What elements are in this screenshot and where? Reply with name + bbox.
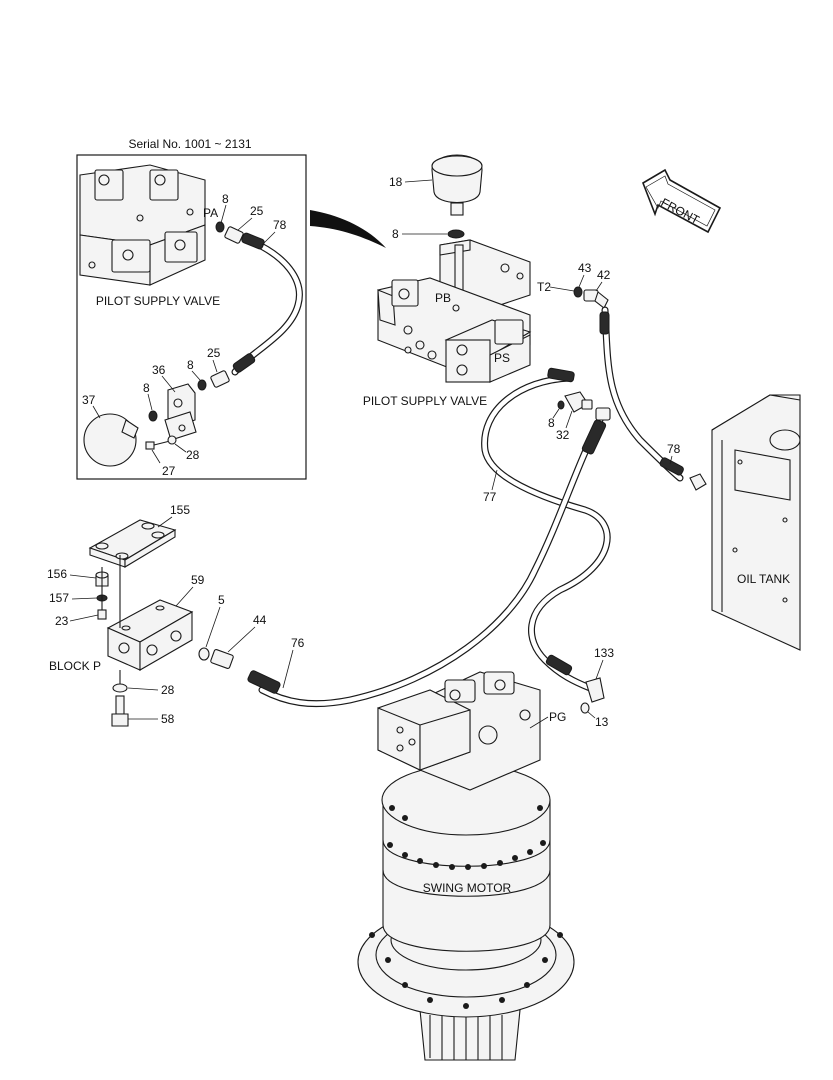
callout-44: 44 — [253, 613, 267, 627]
callout-77: 77 — [483, 490, 497, 504]
block-p-59 — [106, 599, 194, 671]
block-p-assembly — [88, 519, 234, 727]
o-ring-8-top — [447, 229, 465, 239]
inset-pilot-supply-valve-label: PILOT SUPPLY VALVE — [96, 294, 220, 308]
callout-42: 42 — [597, 268, 611, 282]
callout-8-main-mid: 8 — [548, 416, 555, 430]
accumulator-18 — [431, 154, 483, 216]
inset-accumulator-37 — [83, 413, 139, 467]
o-ring-13 — [580, 702, 590, 714]
main-pilot-supply-valve-label: PILOT SUPPLY VALVE — [363, 394, 487, 408]
callout-156: 156 — [47, 567, 67, 581]
o-ring-5 — [198, 647, 210, 661]
inset-bracket-36 — [164, 383, 197, 441]
callout-28-block: 28 — [161, 683, 175, 697]
hose-78 — [599, 306, 684, 482]
port-t2-label: T2 — [537, 280, 551, 294]
fitting-133 — [585, 677, 605, 703]
callout-133: 133 — [594, 646, 614, 660]
callout-8-main-top: 8 — [392, 227, 399, 241]
o-ring-8-mid — [557, 400, 565, 410]
inset-o-ring-8-a — [215, 221, 225, 233]
callout-28-inset: 28 — [186, 448, 200, 462]
inset-bolt-27 — [145, 440, 171, 450]
swing-motor — [357, 671, 575, 1061]
hose-76 — [247, 416, 607, 708]
port-ps-label: PS — [494, 351, 510, 365]
swing-motor-label: SWING MOTOR — [423, 881, 512, 895]
callout-155: 155 — [170, 503, 190, 517]
block-p-label: BLOCK P — [49, 659, 101, 673]
callout-78-main: 78 — [667, 442, 681, 456]
callout-157: 157 — [49, 591, 69, 605]
callout-32: 32 — [556, 428, 570, 442]
port-pg-label: PG — [549, 710, 566, 724]
callout-43: 43 — [578, 261, 592, 275]
inset-fitting-25-b — [210, 370, 230, 388]
inset-fitting-25-a — [224, 226, 244, 244]
callout-27: 27 — [162, 464, 176, 478]
inset-washer-28 — [167, 435, 177, 445]
inset-pilot-supply-valve — [79, 164, 206, 286]
port-pb-label: PB — [435, 291, 451, 305]
inset-o-ring-8-c — [148, 410, 158, 422]
fitting-44 — [210, 649, 234, 669]
bolt-23 — [97, 609, 107, 620]
bolt-58 — [111, 695, 129, 727]
callout-8-inset-c: 8 — [143, 381, 150, 395]
inset-pointer-arrow — [310, 210, 386, 248]
oil-tank — [689, 394, 801, 651]
callout-25-inset-b: 25 — [207, 346, 221, 360]
hose-77 — [481, 367, 611, 692]
front-direction-arrow: FRONT — [642, 168, 722, 234]
callout-59: 59 — [191, 573, 205, 587]
inset-hose-78 — [231, 232, 303, 376]
fitting-upper-76 — [595, 407, 611, 421]
o-ring-43 — [573, 286, 583, 298]
fitting-42 — [583, 289, 609, 309]
callout-8-inset-b: 8 — [187, 358, 194, 372]
inset-serial-label: Serial No. 1001 ~ 2131 — [128, 137, 251, 151]
callout-13: 13 — [595, 715, 609, 729]
callout-37: 37 — [82, 393, 96, 407]
inset-o-ring-8-b — [197, 379, 207, 391]
inset-panel: Serial No. 1001 ~ 2131 PILOT SUPPLY VALV… — [76, 137, 307, 480]
plate-155 — [88, 519, 177, 568]
callout-36: 36 — [152, 363, 166, 377]
fitting-32 — [564, 391, 593, 413]
callout-58: 58 — [161, 712, 175, 726]
callout-25-inset-a: 25 — [250, 204, 264, 218]
callout-78-inset: 78 — [273, 218, 287, 232]
oil-tank-label: OIL TANK — [737, 572, 790, 586]
washer-28-block — [112, 683, 128, 693]
main-pilot-supply-valve — [377, 154, 532, 383]
callout-76: 76 — [291, 636, 305, 650]
callout-5: 5 — [218, 593, 225, 607]
callout-8-inset-a: 8 — [222, 192, 229, 206]
inset-port-pa-label: PA — [203, 206, 218, 220]
callout-23: 23 — [55, 614, 69, 628]
callout-18: 18 — [389, 175, 403, 189]
